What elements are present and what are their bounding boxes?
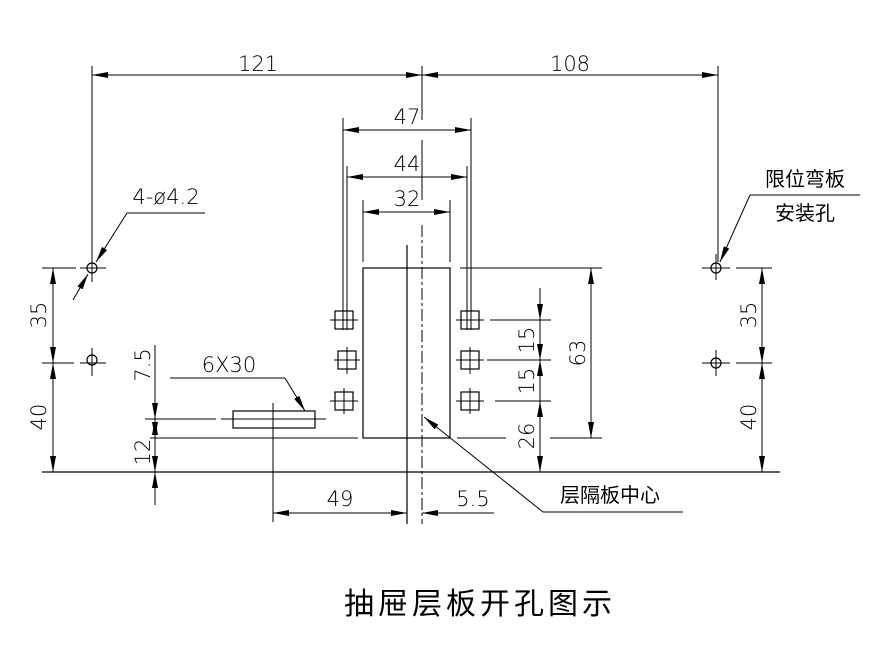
dim-right-inner: 15 15 26 63 (487, 268, 594, 472)
square-holes (330, 310, 484, 414)
callout-limit-plate-line1: 限位弯板 (765, 167, 845, 191)
left-round-holes (42, 256, 106, 376)
dim-12-label: 12 (131, 439, 155, 466)
callout-divider-center: 层隔板中心 (423, 416, 683, 513)
dim-left: 35 40 (27, 268, 56, 472)
callout-holes: 4-ø4.2 (72, 185, 205, 301)
dim-right-40-label: 40 (737, 404, 761, 431)
dim-26-label: 26 (515, 423, 539, 450)
dim-left-35-label: 35 (27, 302, 51, 329)
dim-49-label: 49 (327, 487, 354, 511)
dim-47-label: 47 (394, 105, 421, 129)
square-hole (456, 310, 484, 330)
diagram-title: 抽屉层板开孔图示 (344, 587, 616, 622)
dim-15b-label: 15 (515, 368, 539, 395)
dim-bottom: 49 5.5 (273, 487, 494, 516)
dim-slot-vertical: 7.5 12 (131, 345, 158, 505)
callout-slot-label: 6X30 (202, 353, 256, 377)
dim-63-label: 63 (566, 340, 590, 367)
square-hole (456, 388, 484, 414)
dim-top: 121 108 (91, 52, 719, 262)
square-hole (330, 310, 358, 330)
dim-121-label: 121 (238, 52, 278, 76)
dim-5-5-label: 5.5 (456, 487, 489, 511)
dim-left-40-label: 40 (27, 404, 51, 431)
right-round-holes: 35 40 (702, 254, 772, 472)
dim-32-label: 32 (394, 187, 421, 211)
dim-right-35-label: 35 (737, 302, 761, 329)
dim-widths: 47 44 32 (342, 105, 472, 330)
square-hole (334, 347, 360, 374)
square-hole (330, 388, 358, 414)
dim-7-5-label: 7.5 (131, 348, 155, 381)
divider-outline (362, 267, 451, 439)
dim-44-label: 44 (394, 152, 421, 176)
dim-108-label: 108 (550, 52, 590, 76)
callout-limit-plate: 限位弯板 安装孔 (719, 167, 860, 263)
callout-divider-center-label: 层隔板中心 (560, 483, 660, 507)
square-hole (456, 347, 484, 374)
slot: 6X30 (145, 353, 326, 522)
callout-holes-label: 4-ø4.2 (132, 185, 199, 209)
callout-limit-plate-line2: 安装孔 (775, 201, 835, 225)
dim-15a-label: 15 (515, 327, 539, 354)
